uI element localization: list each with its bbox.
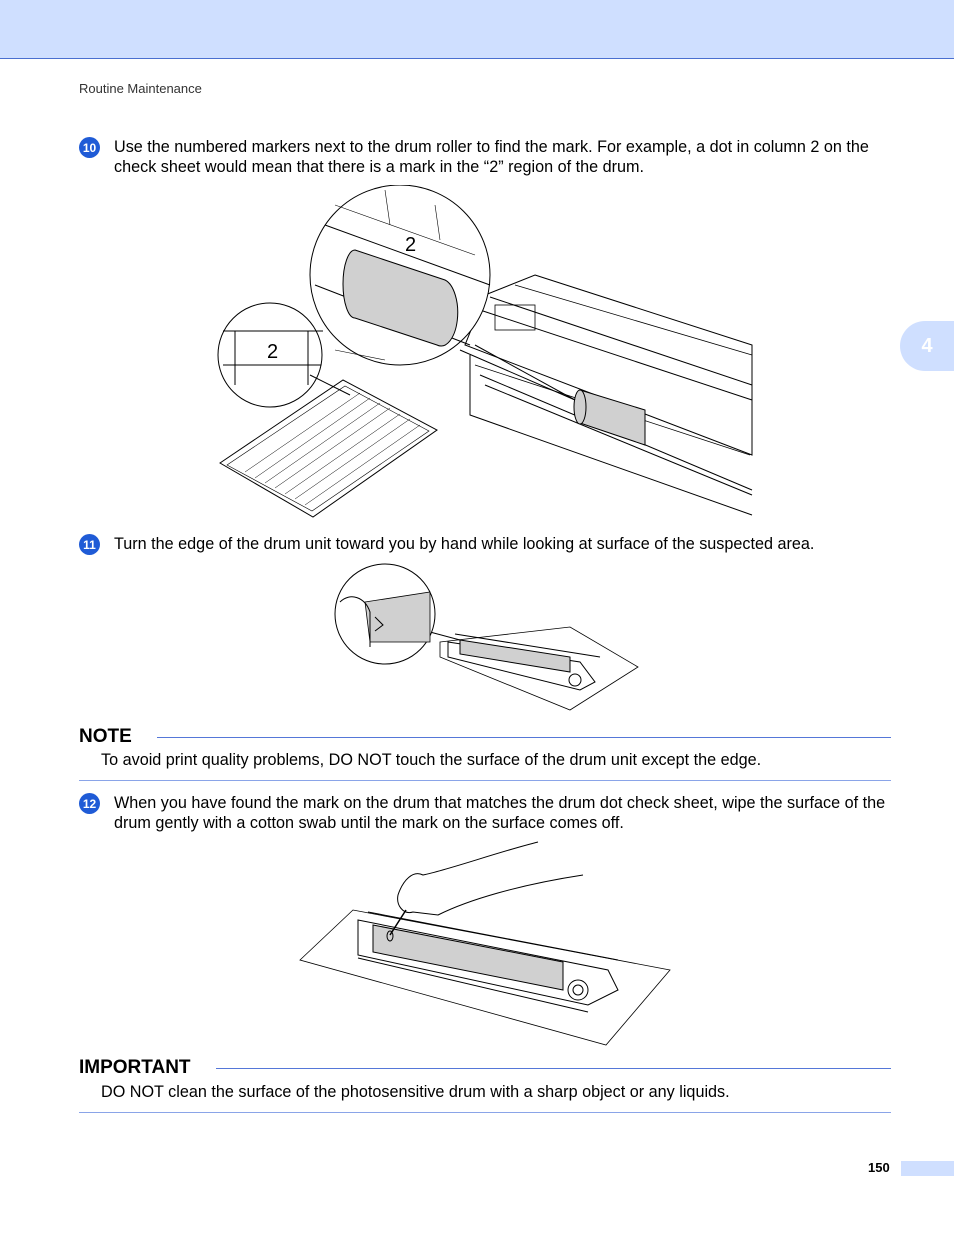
step-text: Turn the edge of the drum unit toward yo… — [114, 535, 815, 553]
drum-marker-label: 2 — [405, 234, 416, 256]
section-label: Routine Maintenance — [79, 81, 202, 96]
hand-zoom-circle — [334, 563, 436, 665]
drum-zoom-circle — [309, 185, 576, 401]
important-bottom-rule — [79, 1112, 891, 1113]
sheet-zoom-circle — [217, 302, 351, 408]
note-text: To avoid print quality problems, DO NOT … — [101, 751, 762, 769]
note-bottom-rule — [79, 780, 891, 781]
important-title: IMPORTANT — [79, 1057, 191, 1078]
step-number-badge: 10 — [79, 137, 100, 158]
note-title: NOTE — [79, 726, 132, 747]
header-band — [0, 0, 954, 59]
drum-unit-small — [447, 633, 601, 691]
hand-with-swab — [386, 841, 584, 942]
note-rule — [157, 737, 891, 738]
chapter-tab[interactable]: 4 — [900, 321, 954, 371]
drum-unit-large — [357, 911, 619, 1013]
page-number: 150 — [868, 1160, 890, 1175]
clean-drum-illustration — [299, 841, 671, 1046]
important-text: DO NOT clean the surface of the photosen… — [101, 1083, 730, 1101]
step-number-badge: 11 — [79, 534, 100, 555]
step-text: When you have found the mark on the drum… — [114, 794, 886, 832]
page-number-bar — [901, 1161, 954, 1176]
step-text: Use the numbered markers next to the dru… — [114, 138, 869, 176]
step-number-badge: 12 — [79, 793, 100, 814]
drum-unit — [464, 274, 753, 516]
turn-drum-illustration — [334, 563, 639, 711]
check-sheet — [219, 379, 438, 518]
important-rule — [216, 1068, 891, 1069]
drum-marker-illustration: 2 2 — [217, 185, 753, 518]
sheet-marker-label: 2 — [267, 341, 278, 363]
